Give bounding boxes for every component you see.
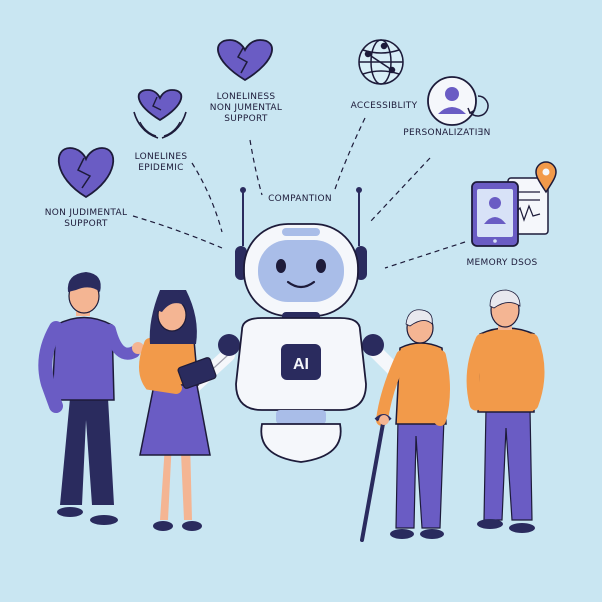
- map-pin-icon: [535, 161, 557, 194]
- personalization-label: PERSONALIZATIƎN: [403, 128, 491, 138]
- hands-heart-icon: [133, 89, 187, 139]
- connector-line: [249, 139, 263, 196]
- user-circle-icon: [427, 76, 489, 126]
- older-man-standing: [466, 289, 545, 533]
- globe-network-icon: [358, 39, 404, 85]
- loneliness-epidemic-label: LONELINES EPIDEMIC: [134, 152, 188, 173]
- ai-robot: [185, 187, 409, 463]
- connector-line: [333, 117, 366, 193]
- older-man-with-cane: [360, 309, 450, 542]
- tablet-user-icon: [471, 181, 519, 247]
- loneliness-support-label: LONELINESS NON JUMENTAL SUPPORT: [209, 92, 283, 124]
- left-broken-heart-icon: [57, 147, 115, 199]
- memory-label: MEMORY DSOS: [466, 258, 538, 268]
- connector-line: [384, 241, 466, 269]
- robot-chest-label: AI: [293, 356, 309, 373]
- woman-with-tablet: [139, 290, 217, 531]
- connector-lines: [132, 117, 466, 269]
- non-judgmental-support-label: NON JUDIMENTAL SUPPORT: [44, 208, 128, 229]
- connector-line: [132, 215, 223, 249]
- companion-label: COMPANTION: [268, 194, 332, 204]
- connector-line: [369, 157, 431, 223]
- man-purple-sweater: [38, 272, 144, 525]
- connector-line: [191, 162, 223, 233]
- broken-heart-icon: [217, 39, 273, 82]
- accessibility-label: ACCESSIBLITY: [350, 101, 418, 111]
